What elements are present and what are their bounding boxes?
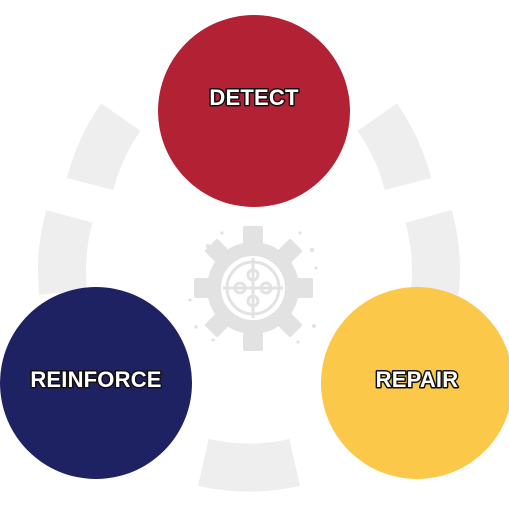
node-repair-circle [321,287,509,479]
gear-puzzle-icon [188,226,318,351]
sparkle-dots [188,231,318,344]
node-reinforce-label: REINFORCE [30,367,161,392]
ring-segment-right [357,103,432,191]
node-detect-label: DETECT [209,85,299,110]
ring-segment-bottom [197,438,301,492]
ring-segment-lower-left [38,210,93,295]
node-detect: DETECT [158,15,350,207]
ring-segment-lower-right [405,210,460,295]
node-detect-circle [158,15,350,207]
node-reinforce: REINFORCE [0,287,192,479]
puzzle-icon [223,258,283,318]
cycle-ring [38,103,460,492]
ring-segment-left [66,103,141,191]
node-reinforce-circle [0,287,192,479]
node-repair: REPAIR [321,287,509,479]
node-repair-label: REPAIR [376,367,459,392]
